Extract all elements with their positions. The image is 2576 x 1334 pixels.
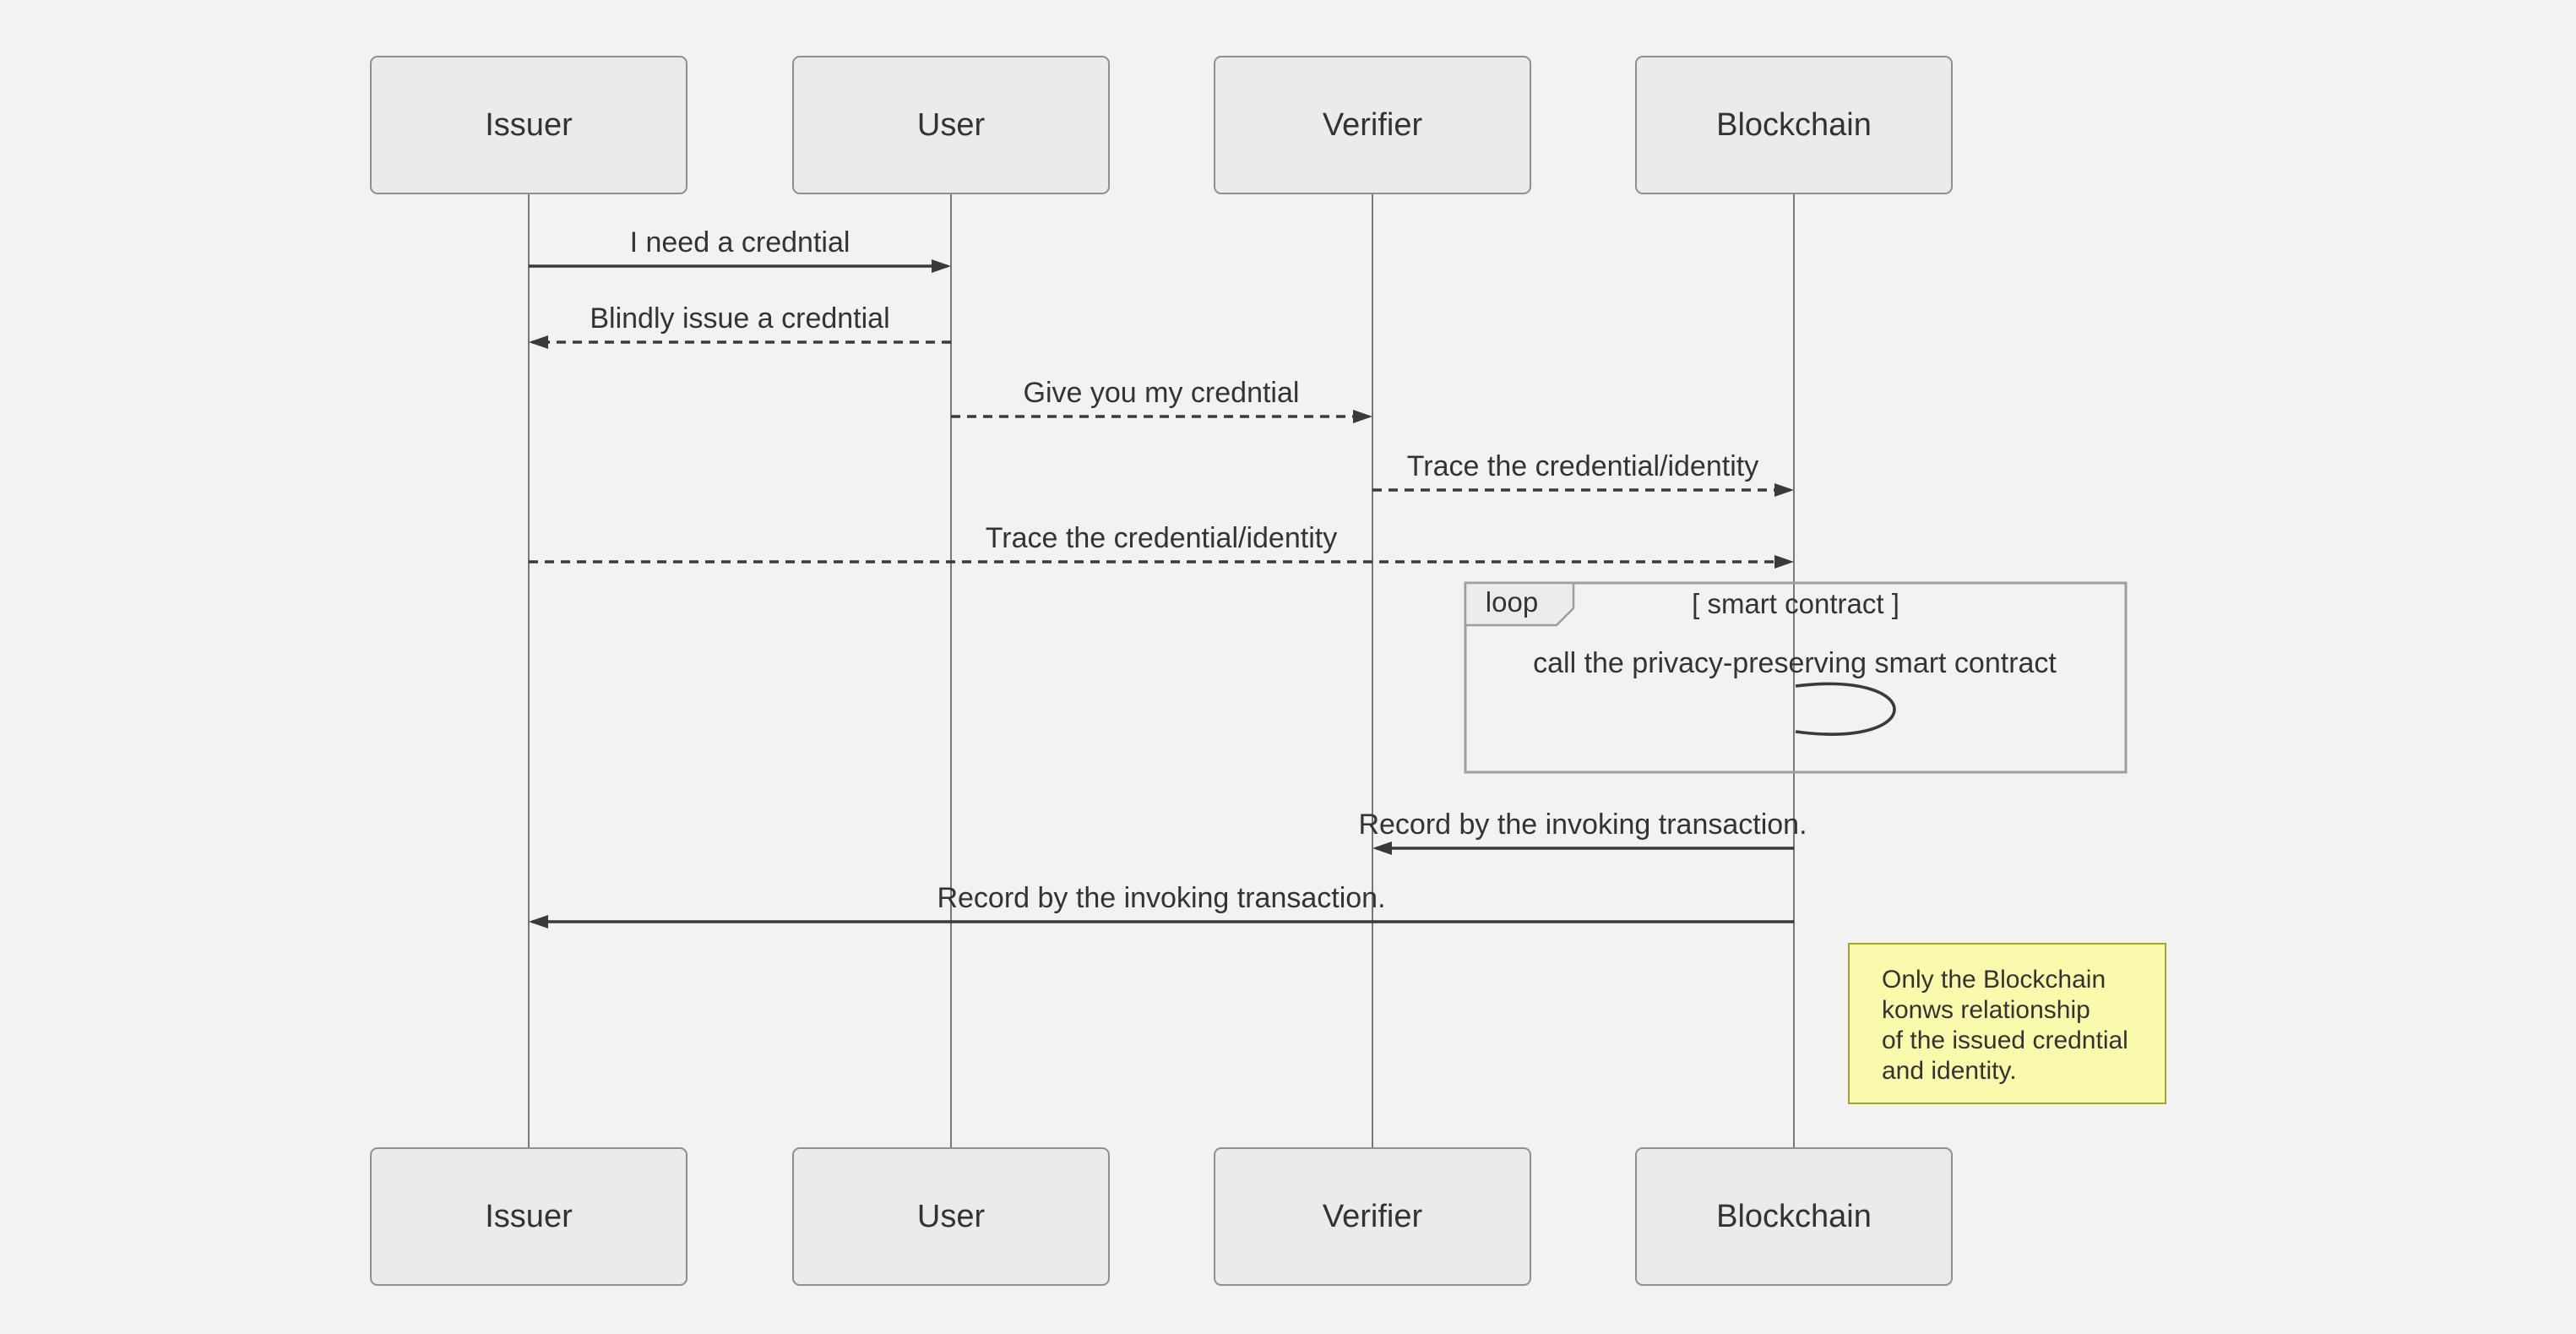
arrowhead-left-icon [529,335,548,349]
note-line: and identity. [1882,1057,2017,1085]
note-line: Only the Blockchain [1882,966,2106,994]
note-right-of-blockchain: Only the Blockchain konws relationship o… [1848,943,2166,1104]
actor-label: User [916,106,986,143]
actor-top-issuer: Issuer [370,56,687,194]
actor-label: Blockchain [1716,106,1872,143]
message-label-5: Trace the credential/identity [985,522,1338,554]
actor-label: Issuer [485,106,573,143]
note-line: konws relationship [1882,996,2090,1024]
message-label-7: Record by the invoking transaction. [1358,809,1807,841]
actor-bottom-blockchain: Blockchain [1635,1147,1953,1286]
actor-label: Verifier [1322,1198,1423,1234]
actor-label: User [916,1198,986,1234]
actor-label: Issuer [485,1198,573,1234]
loop-keyword-label: loop [1485,586,1539,618]
loop-frame [1464,581,2128,774]
actor-bottom-verifier: Verifier [1214,1147,1531,1286]
loop-condition-label: [ smart contract ] [1692,588,1899,619]
arrowhead-right-icon [932,259,951,273]
arrowhead-right-icon [1353,410,1372,423]
self-message-curve [1795,682,1896,736]
actor-label: Verifier [1322,106,1423,143]
actor-top-verifier: Verifier [1214,56,1531,194]
message-label-8: Record by the invoking transaction. [937,882,1386,914]
arrowhead-left-icon [1372,841,1392,855]
note-line: of the issued credntial [1882,1026,2128,1054]
message-label-2: Blindly issue a credntial [590,302,890,335]
actor-label: Blockchain [1716,1198,1872,1234]
arrowhead-right-icon [1774,555,1794,569]
message-label-4: Trace the credential/identity [1406,450,1759,482]
loop-label-shape [1464,581,1575,627]
arrowhead-right-icon [1774,483,1794,497]
message-label-1: I need a credntial [629,226,851,259]
message-label-3: Give you my credntial [1023,377,1300,409]
actor-top-blockchain: Blockchain [1635,56,1953,194]
message-label-6-self: call the privacy-preserving smart contra… [1533,647,2057,679]
actor-bottom-issuer: Issuer [370,1147,687,1286]
actor-bottom-user: User [792,1147,1110,1286]
arrowhead-left-icon [529,915,548,928]
actor-top-user: User [792,56,1110,194]
